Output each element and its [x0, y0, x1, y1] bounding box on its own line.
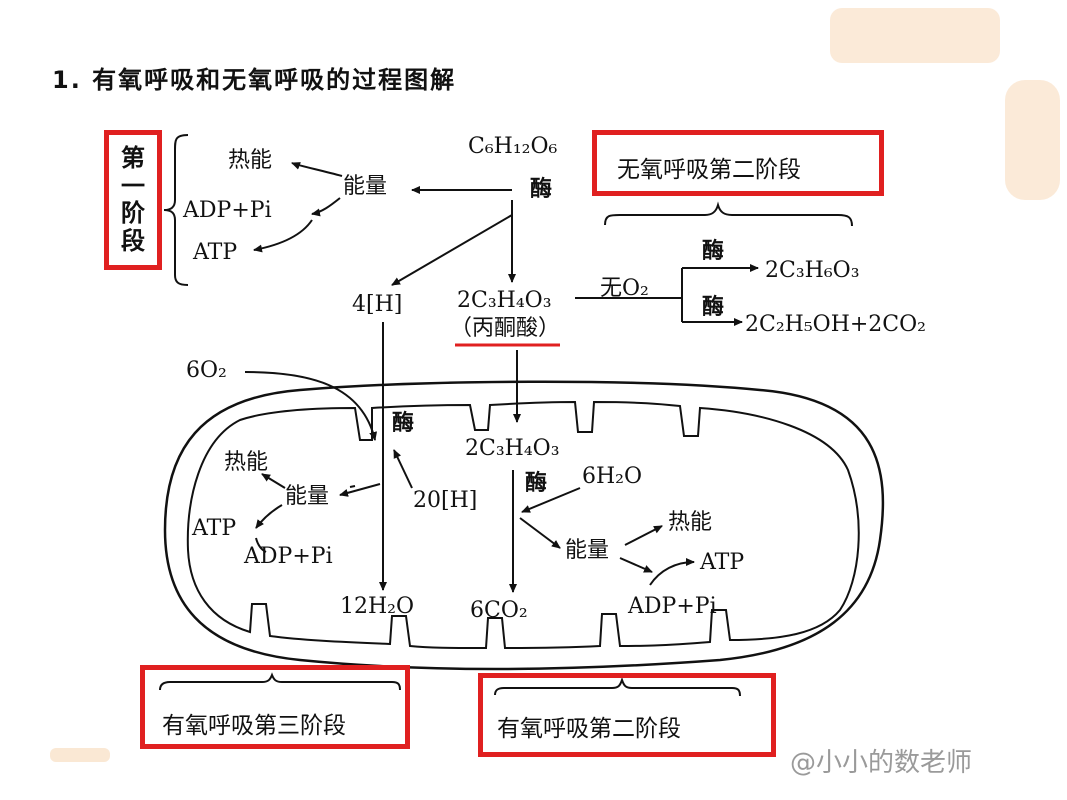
- adp-pi-label-top: ADP+Pi: [183, 198, 272, 223]
- hydrogen-4-label: 4[H]: [352, 292, 403, 317]
- glucose-label: C₆H₁₂O₆: [468, 134, 558, 159]
- water-in-label: 6H₂O: [582, 464, 643, 489]
- decoration-right: [1005, 80, 1060, 200]
- hydrogen-20-label: 20[H]: [413, 488, 478, 513]
- aerobic-third-label: 有氧呼吸第三阶段: [162, 713, 346, 739]
- decoration-top-right: [830, 8, 1000, 63]
- decoration-bottom-left: [50, 748, 110, 762]
- page-title: 1. 有氧呼吸和无氧呼吸的过程图解: [52, 66, 457, 94]
- oxygen-label: 6O₂: [186, 358, 227, 383]
- anaerobic-second-box: [592, 130, 884, 196]
- aerobic-second-box: [478, 673, 776, 757]
- enzyme-label-mid: 酶: [525, 470, 548, 496]
- heat-label-top: 热能: [228, 148, 273, 173]
- watermark: @小小的数老师: [790, 748, 973, 778]
- energy-label-left: 能量: [285, 484, 330, 509]
- co2-out-label: 6CO₂: [470, 598, 528, 623]
- energy-label-top: 能量: [343, 174, 388, 199]
- mitochondrion-inner-membrane: [186, 400, 860, 650]
- heat-label-right: 热能: [668, 510, 713, 535]
- brace-first-stage: [163, 134, 189, 286]
- anaerobic-second-label: 无氧呼吸第二阶段: [617, 157, 801, 183]
- water-out-label: 12H₂O: [340, 594, 415, 619]
- adp-pi-label-right: ADP+Pi: [628, 594, 717, 619]
- pyruvate-name-label: （丙酮酸）: [450, 316, 561, 341]
- ethanol-co2-label: 2C₂H₅OH+2CO₂: [745, 312, 926, 337]
- adp-pi-label-left: ADP+Pi: [244, 544, 333, 569]
- brace-second: [494, 676, 741, 697]
- pyruvate-mito-label: 2C₃H₄O₃: [465, 436, 560, 461]
- brace-third: [159, 672, 401, 691]
- heat-label-left: 热能: [224, 450, 269, 475]
- enzyme-label-top: 酶: [530, 176, 553, 202]
- atp-label-top: ATP: [193, 240, 238, 265]
- atp-label-left: ATP: [192, 516, 237, 541]
- brace-anaerobic: [604, 201, 853, 227]
- lactic-acid-label: 2C₃H₆O₃: [765, 258, 860, 283]
- first-stage-label: 第一阶段: [121, 143, 145, 255]
- first-stage-box: [104, 130, 162, 270]
- enzyme-label-lactic: 酶: [702, 238, 725, 264]
- enzyme-label-ethanol: 酶: [702, 294, 725, 320]
- no-oxygen-label: 无O₂: [600, 276, 649, 301]
- pyruvate-label: 2C₃H₄O₃: [457, 288, 552, 313]
- aerobic-third-box: [140, 665, 410, 749]
- atp-label-right: ATP: [700, 550, 745, 575]
- aerobic-second-label: 有氧呼吸第二阶段: [497, 716, 681, 742]
- enzyme-label-left: 酶: [392, 410, 415, 436]
- energy-label-right: 能量: [565, 538, 610, 563]
- mitochondrion-outer-membrane: [163, 380, 885, 671]
